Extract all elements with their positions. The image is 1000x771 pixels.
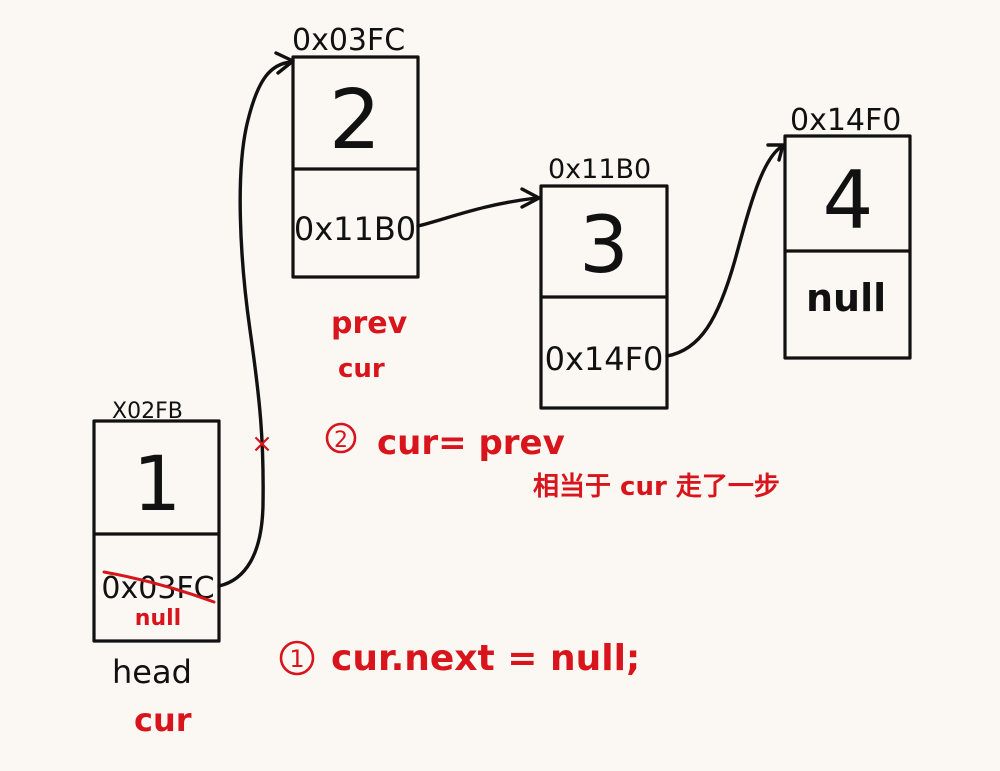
node-4-value: 4	[823, 154, 874, 247]
node-4-box	[783, 134, 912, 360]
step-2: 2 cur= prev 相当于 cur 走了一步	[325, 422, 780, 502]
arrow-node1-to-node2	[217, 51, 295, 588]
node-3: 0x11B0 3 0x14F0	[539, 154, 669, 410]
arrow-line	[665, 145, 783, 358]
node-2-next: 0x11B0	[294, 210, 416, 248]
arrow-line	[217, 60, 293, 588]
node-1-value: 1	[133, 439, 181, 528]
step-1-number: 1	[289, 645, 304, 673]
node-3-next: 0x14F0	[545, 340, 664, 378]
step-2-number: 2	[334, 428, 348, 453]
arrowhead-icon	[766, 143, 785, 162]
node-1-next-new: null	[135, 606, 181, 631]
node-2-value: 2	[329, 73, 381, 168]
arrow-node2-to-node3	[416, 187, 541, 228]
prev-label: prev	[331, 306, 408, 341]
node-2: 0x03FC 2 0x11B0	[291, 23, 420, 279]
step-2-note: 相当于 cur 走了一步	[533, 471, 780, 502]
step-2-circle	[325, 422, 357, 454]
step-2-code: cur= prev	[377, 423, 565, 463]
node-2-address: 0x03FC	[292, 23, 405, 58]
arrowhead-icon	[520, 187, 541, 209]
strikethrough-line	[102, 570, 216, 604]
node-4-address: 0x14F0	[790, 103, 901, 138]
step-1-circle	[279, 640, 315, 676]
cut-mark-icon: ×	[251, 429, 273, 459]
head-label: head	[112, 653, 192, 691]
node-1-next-old: 0x03FC	[101, 571, 214, 606]
node-2-box	[291, 55, 420, 279]
arrow-node3-to-node4	[665, 143, 785, 358]
step-1: 1 cur.next = null;	[279, 638, 640, 679]
node-4: 0x14F0 4 null	[783, 103, 912, 360]
cur-label-top: cur	[338, 354, 385, 384]
node-1: X02FB 1 0x03FC null	[92, 399, 221, 643]
arrow-line	[416, 196, 538, 228]
node-4-next: null	[806, 276, 886, 320]
node-1-box	[92, 419, 221, 643]
cur-label-bottom: cur	[134, 701, 192, 739]
node-3-value: 3	[579, 201, 629, 291]
arrowhead-icon	[274, 51, 295, 75]
step-1-code: cur.next = null;	[331, 638, 640, 679]
node-3-address: 0x11B0	[548, 154, 651, 185]
